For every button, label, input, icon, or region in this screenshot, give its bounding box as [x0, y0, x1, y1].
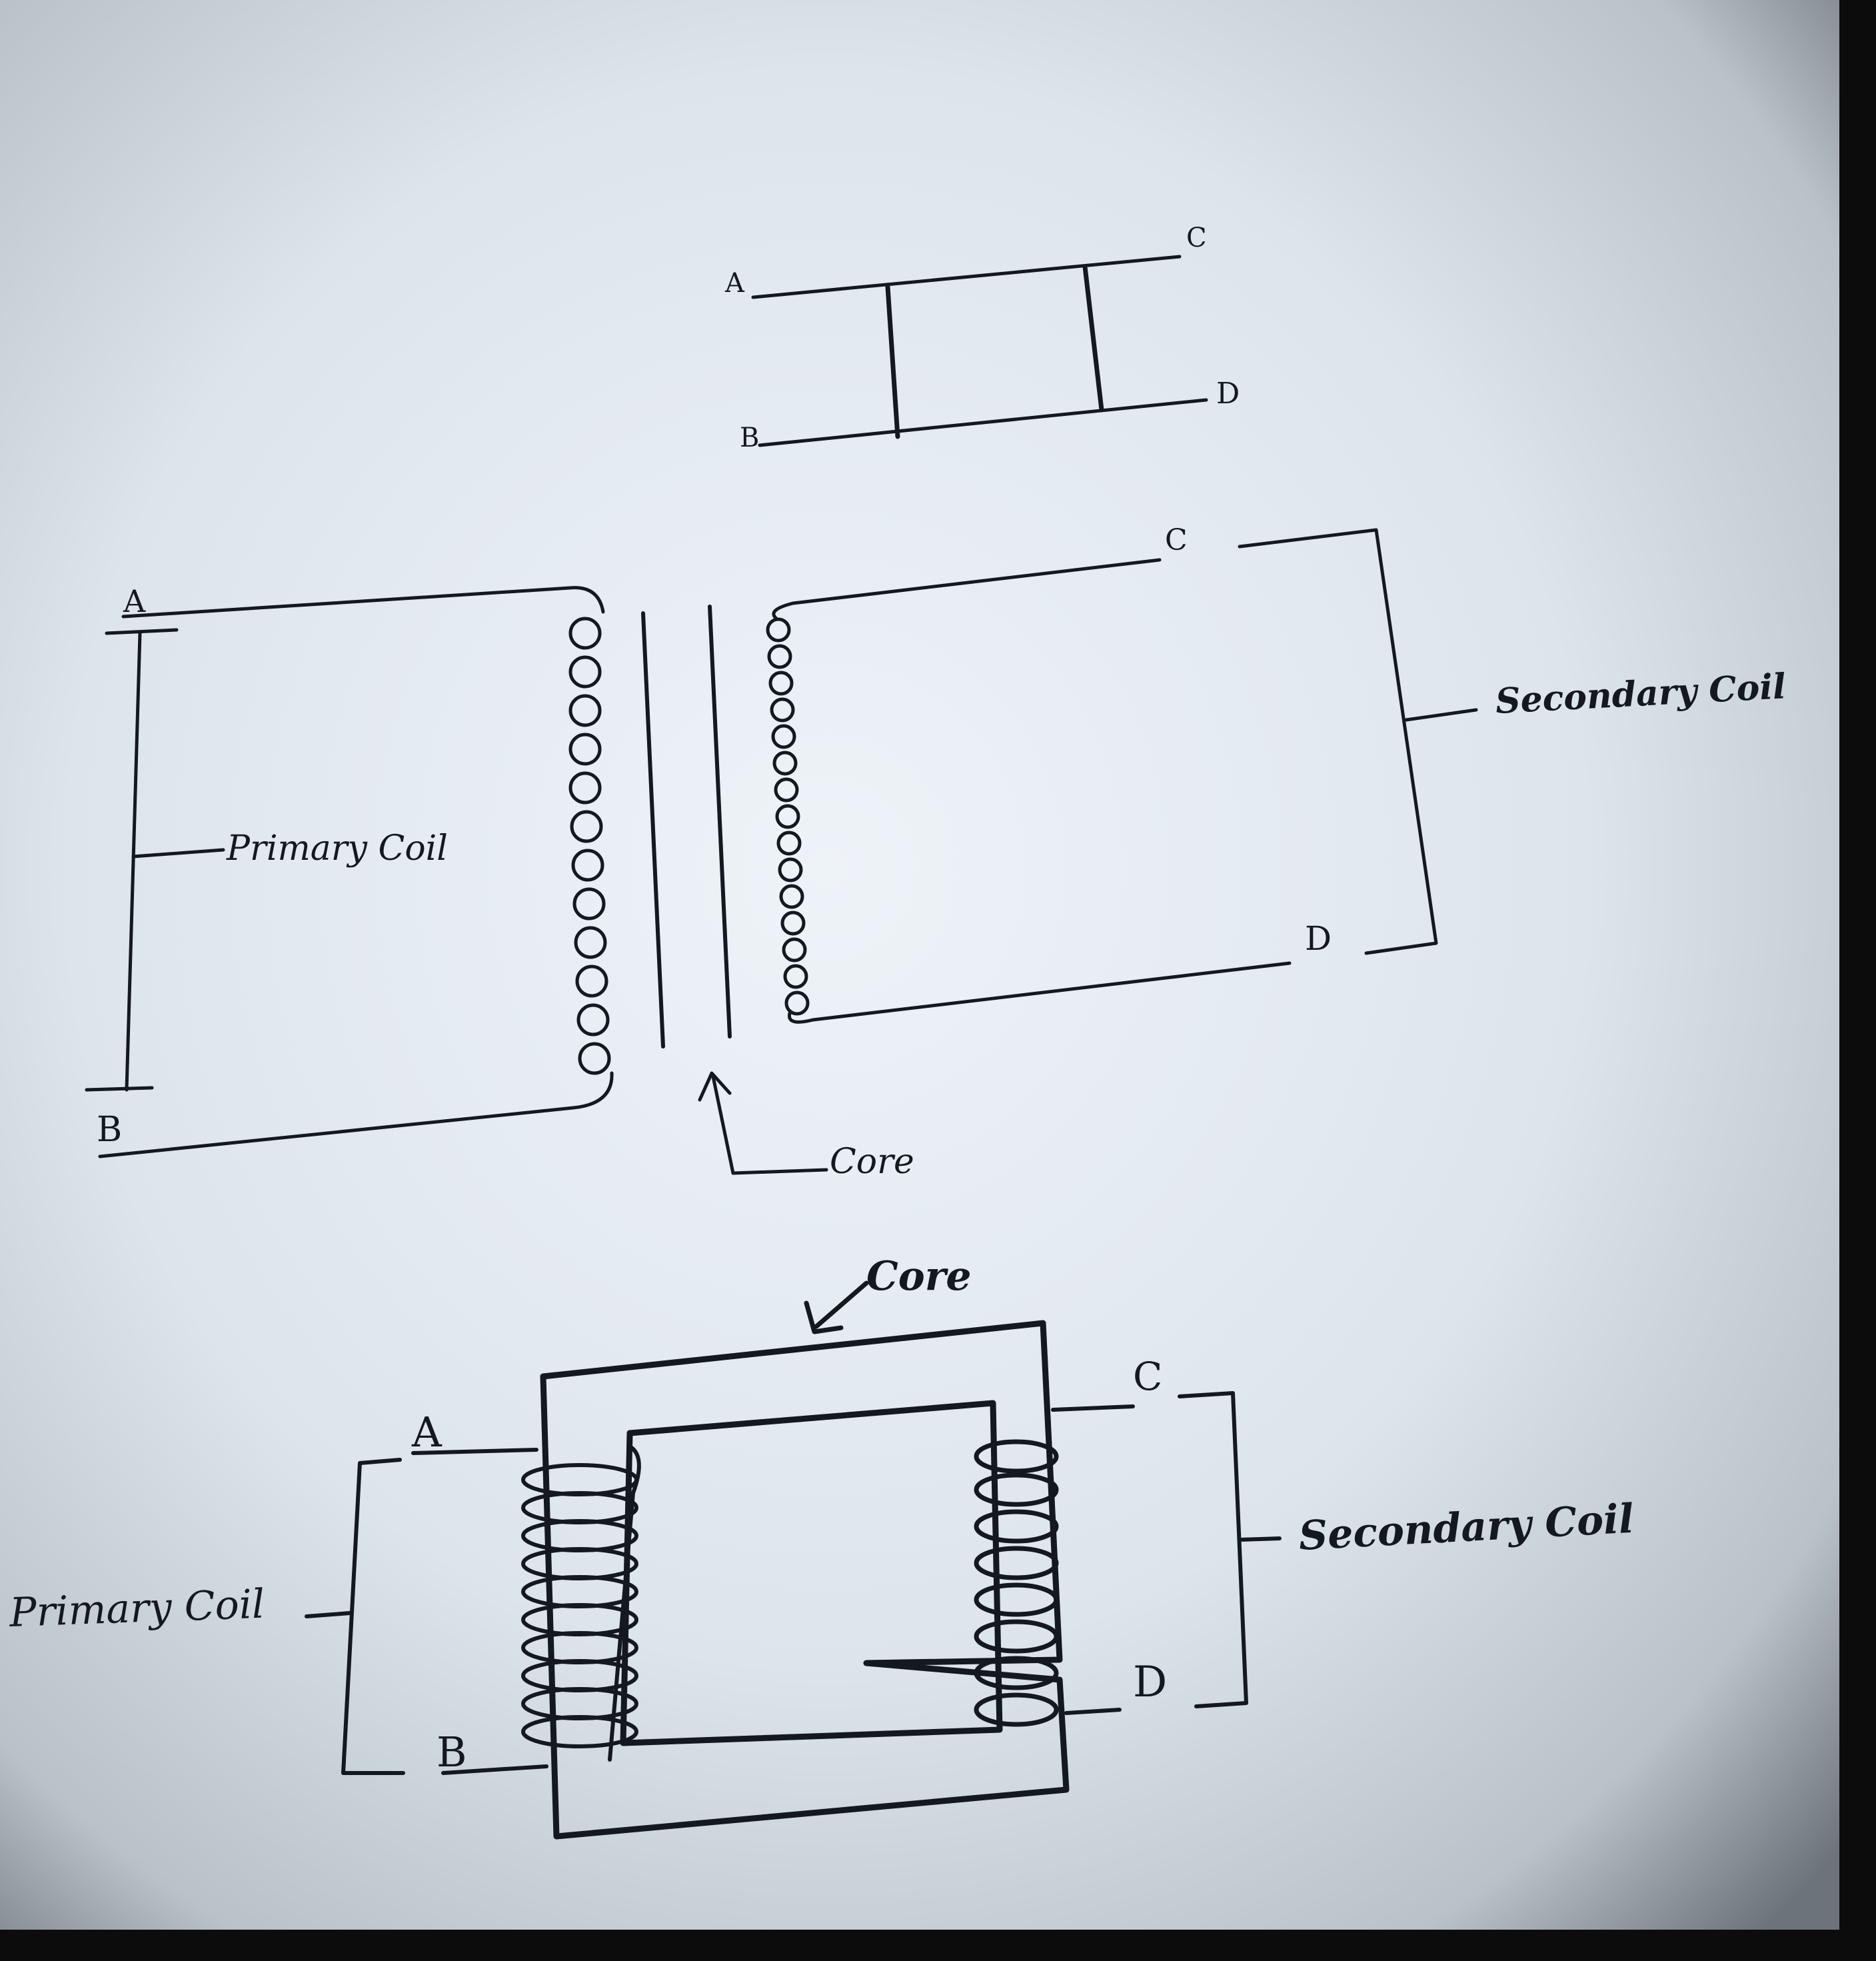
fig3-core-label: Core	[866, 1253, 972, 1300]
fig1-terminal-b: B	[740, 423, 759, 453]
fig3-terminal-d: D	[1133, 1658, 1167, 1707]
fig2-terminal-c: C	[1165, 523, 1188, 557]
core-arrow-3d	[804, 1280, 869, 1334]
fig3-terminal-c: C	[1133, 1354, 1162, 1399]
fig1-terminal-d: D	[1216, 377, 1240, 411]
fig2-terminal-d: D	[1305, 919, 1332, 958]
fig2-terminal-b: B	[97, 1110, 122, 1150]
core-arrow	[698, 1071, 828, 1175]
fig2-core-label: Core	[830, 1142, 914, 1182]
primary-coil-bracket	[85, 628, 225, 1092]
transformer-symbol: A B C D	[724, 223, 1240, 453]
primary-coil-winding-3d	[521, 1444, 641, 1762]
pictorial-transformer: A B C D Primary Coil Secondary Coil Core	[8, 1253, 1635, 1840]
fig3-terminal-b: B	[437, 1728, 467, 1776]
primary-coil-winding	[568, 617, 611, 1075]
secondary-coil-winding-3d	[974, 1439, 1059, 1727]
paper-background	[0, 0, 1839, 1930]
fig2-terminal-a: A	[123, 583, 146, 619]
secondary-coil-bracket-3d	[1178, 1391, 1282, 1708]
fig2-primary-coil-label: Primary Coil	[226, 829, 448, 869]
fig1-terminal-a: A	[724, 268, 745, 299]
fig3-terminal-a: A	[411, 1408, 443, 1456]
secondary-coil-winding	[766, 617, 810, 1016]
fig1-terminal-c: C	[1186, 223, 1207, 253]
primary-coil-bracket-3d	[305, 1458, 405, 1775]
fig3-primary-coil-label: Primary Coil	[8, 1581, 265, 1636]
secondary-coil-bracket	[1238, 528, 1478, 955]
